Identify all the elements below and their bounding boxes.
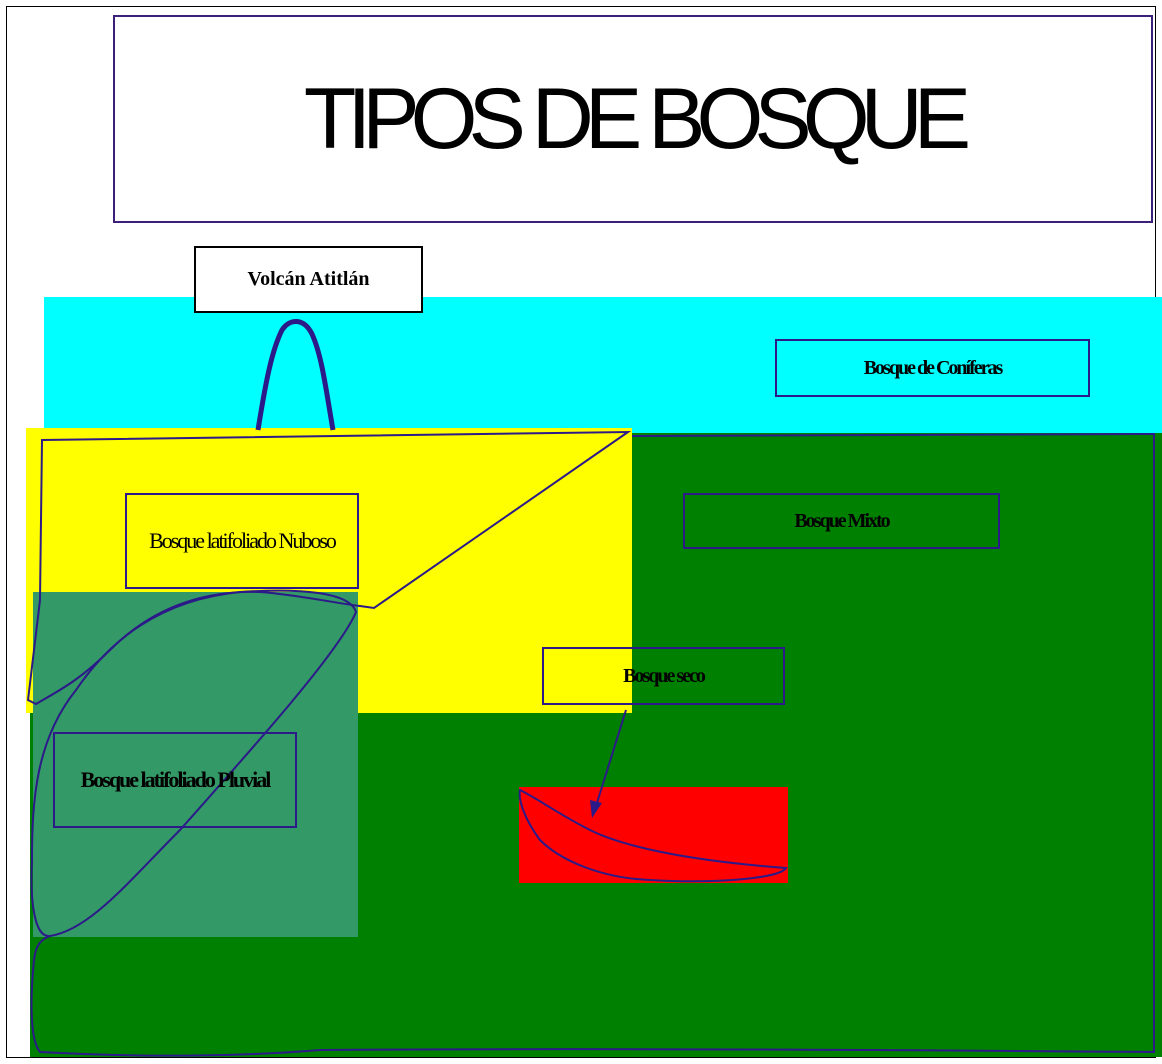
- nuboso-outline: [26, 430, 632, 706]
- title-box: TIPOS DE BOSQUE: [113, 15, 1153, 223]
- label-mixto: Bosque Mixto: [683, 493, 1000, 549]
- seco-outline: [518, 788, 788, 883]
- pluvial-region: [33, 592, 358, 937]
- nuboso-label-text: Bosque latifoliado Nuboso: [149, 528, 337, 554]
- seco-label-text: Bosque seco: [623, 664, 706, 687]
- pluvial-label-text: Bosque latifoliado Pluvial: [80, 767, 272, 793]
- coniferas-label-text: Bosque de Coníferas: [863, 356, 1004, 379]
- label-pluvial: Bosque latifoliado Pluvial: [53, 732, 297, 828]
- label-seco: Bosque seco: [542, 647, 785, 705]
- volcano-shape: [255, 319, 336, 431]
- mixto-label-text: Bosque Mixto: [794, 509, 890, 532]
- pluvial-outline: [30, 589, 358, 937]
- seco-region: [519, 787, 788, 883]
- coniferas-region: [44, 297, 1162, 437]
- label-nuboso: Bosque latifoliado Nuboso: [125, 493, 359, 589]
- label-volcan: Volcán Atitlán: [194, 246, 423, 313]
- mixto-outline: [30, 432, 1155, 1057]
- seco-arrow-line: [595, 709, 627, 807]
- page-title: TIPOS DE BOSQUE: [303, 70, 971, 167]
- seco-arrow-head: [590, 800, 602, 818]
- label-coniferas: Bosque de Coníferas: [775, 339, 1090, 397]
- volcan-label-text: Volcán Atitlán: [247, 268, 370, 290]
